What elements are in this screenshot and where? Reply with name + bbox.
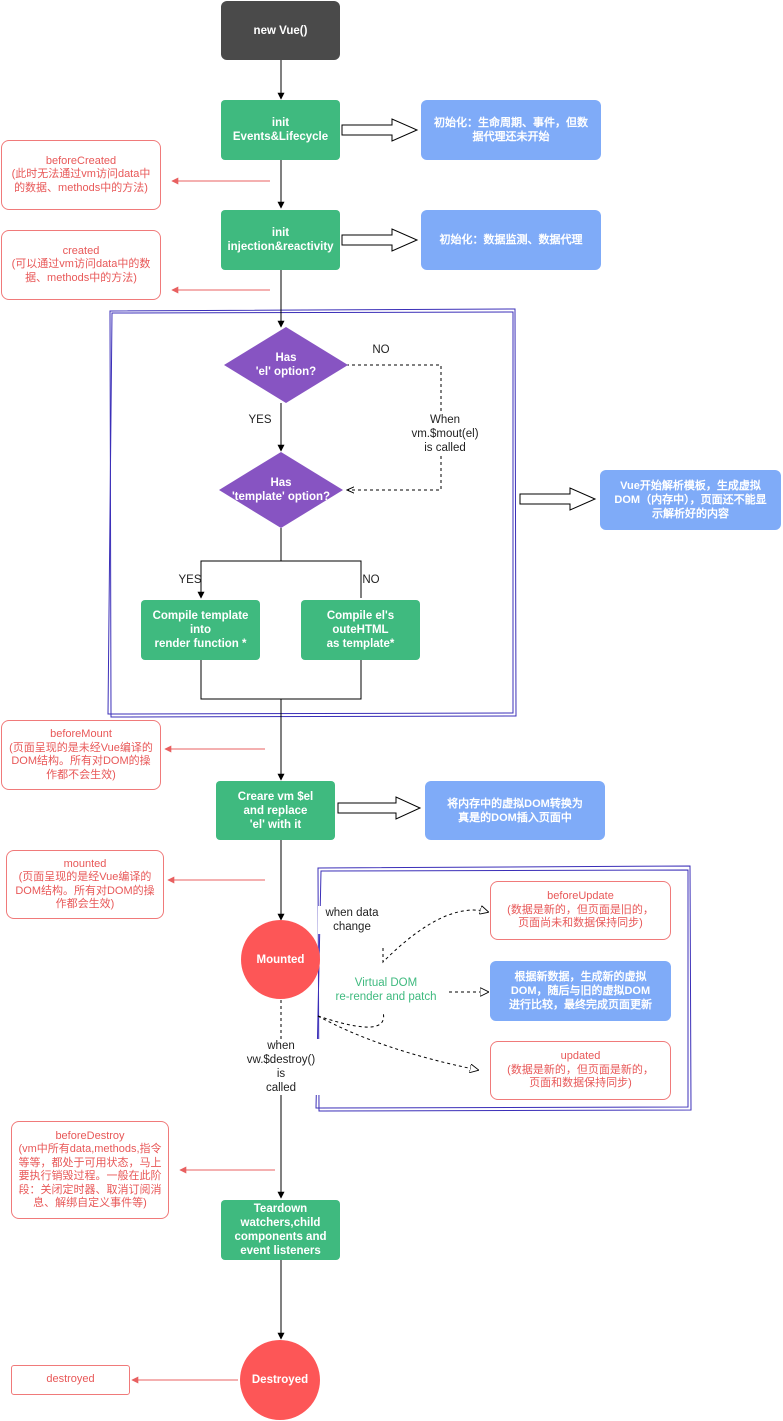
when-mount-label: When vm.$mout(el) is called	[400, 413, 490, 455]
update-frame	[315, 865, 692, 1112]
hook-arrows	[131, 177, 275, 1384]
init-injection-node: init injection&reactivity	[221, 210, 340, 270]
template-frame	[107, 308, 517, 718]
init-injection-note: 初始化：数据监测、数据代理	[421, 210, 601, 270]
updated-hook: updated (数据是新的，但页面是新的， 页面和数据保持同步)	[490, 1041, 671, 1100]
virtual-dom-label: Virtual DOM re-render and patch	[326, 976, 446, 1004]
before-destroy-hook: beforeDestroy (vm中所有data,methods,指令 等等，都…	[11, 1121, 169, 1219]
compile-el-node: Compile el's outeHTML as template*	[301, 600, 420, 660]
teardown-node: Teardown watchers,child components and e…	[221, 1200, 340, 1260]
patch-note: 根据新数据，生成新的虚拟 DOM，随后与旧的虚拟DOM 进行比较，最终完成页面更…	[490, 961, 671, 1021]
when-data-change-label: when data change	[318, 906, 386, 934]
mount-insert-note: 将内存中的虚拟DOM转换为 真是的DOM插入页面中	[425, 781, 605, 840]
mounted-node: Mounted	[241, 920, 320, 999]
before-update-hook: beforeUpdate (数据是新的，但页面是旧的， 页面尚未和数据保持同步)	[490, 881, 671, 940]
when-destroy-label: when vw.$destroy() is called	[238, 1039, 324, 1095]
yes-el-label: YES	[248, 414, 272, 426]
compile-template-node: Compile template into render function *	[141, 600, 260, 660]
hollow-arrows	[337, 118, 597, 820]
before-created-hook: beforeCreated (此时无法通过vm访问data中 的数据、metho…	[1, 140, 161, 210]
before-mount-hook: beforeMount (页面呈现的是未经Vue编译的 DOM结构。所有对DOM…	[1, 720, 161, 790]
template-parse-note: Vue开始解析模板，生成虚拟 DOM（内存中），页面还不能显 示解析好的内容	[600, 470, 781, 530]
no-el-label: NO	[372, 344, 390, 356]
mounted-hook: mounted (页面呈现的是经Vue编译的 DOM结构。所有对DOM的操 作都…	[6, 850, 164, 919]
create-vm-node: Creare vm $el and replace 'el' with it	[216, 781, 335, 840]
has-el-diamond	[224, 327, 348, 403]
has-template-label: Has 'template' option?	[231, 477, 331, 503]
new-vue-node: new Vue()	[221, 1, 340, 60]
destroyed-node: Destroyed	[240, 1340, 320, 1420]
created-hook: created (可以通过vm访问data中的数 据、methods中的方法)	[1, 230, 161, 300]
destroyed-hook: destroyed	[11, 1365, 130, 1395]
has-template-diamond	[219, 452, 343, 528]
yes-template-label: YES	[178, 574, 202, 586]
no-template-label: NO	[362, 574, 380, 586]
has-el-label: Has 'el' option?	[255, 352, 317, 378]
init-events-node: init Events&Lifecycle	[221, 100, 340, 160]
init-events-note: 初始化：生命周期、事件，但数 据代理还未开始	[421, 100, 601, 160]
main-flow-arrows	[197, 60, 362, 1340]
